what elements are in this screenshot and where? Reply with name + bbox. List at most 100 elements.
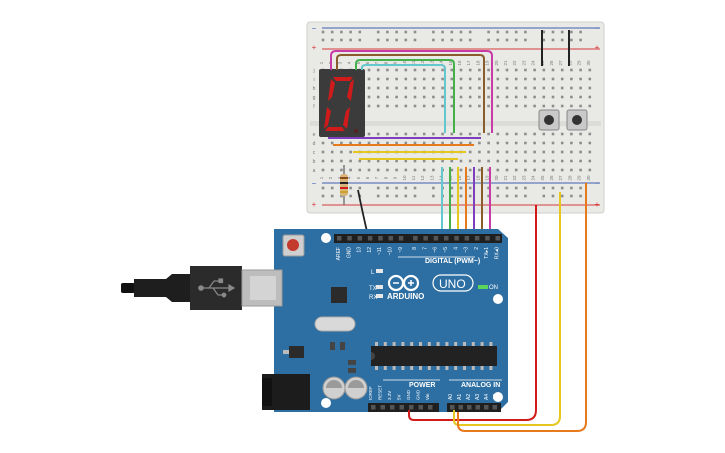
column-number: 26: [549, 60, 554, 66]
usb-cable-icon[interactable]: [121, 266, 283, 310]
column-number: 8: [383, 61, 388, 64]
column-number: 24: [531, 60, 536, 66]
power-label: POWER: [409, 382, 435, 389]
digital-pin-label: ~5: [443, 247, 449, 253]
breadboard[interactable]: 1122334455667788991010111112121313141415…: [306, 21, 605, 214]
seven-segment-display-icon[interactable]: [319, 69, 365, 137]
wire-orange[interactable]: [457, 183, 587, 432]
column-number: 4: [347, 176, 352, 179]
column-number: 9: [393, 61, 398, 64]
column-number: 20: [494, 60, 499, 66]
column-number: 11: [411, 60, 416, 65]
column-number: 1: [319, 61, 324, 64]
column-number: 7: [374, 176, 379, 179]
column-number: 6: [365, 176, 370, 179]
row-letter: b: [313, 159, 316, 165]
column-number: 22: [512, 175, 517, 181]
pushbutton-icon[interactable]: [566, 109, 588, 131]
column-number: 17: [466, 175, 471, 181]
column-number: 5: [356, 61, 361, 64]
digital-pin-label: 8: [412, 247, 418, 250]
power-pin-label: Vin: [425, 393, 430, 400]
power-pin-label: 5V: [397, 394, 402, 400]
usb-chip: [331, 287, 347, 303]
column-number: 19: [485, 60, 490, 66]
column-number: 5: [356, 176, 361, 179]
column-number: 2: [328, 176, 333, 179]
digital-pin-label: ~11: [377, 247, 383, 255]
wire-red[interactable]: [408, 205, 537, 421]
atmega-chip: [371, 342, 497, 370]
column-number: 30: [586, 60, 591, 66]
wire-magenta[interactable]: [330, 50, 493, 133]
column-number: 4: [347, 61, 352, 64]
analog-label: ANALOG IN: [461, 382, 500, 389]
row-letter: h: [313, 86, 316, 92]
column-number: 26: [549, 175, 554, 181]
digital-pin-label: 7: [422, 247, 428, 250]
power-pin-label: RESET: [378, 385, 383, 400]
digital-pin-label: AREF: [336, 247, 342, 260]
model-label: UNO: [439, 277, 466, 291]
indicator-leds: L TX RX: [369, 269, 383, 301]
power-pin-label: 3.3V: [387, 391, 392, 400]
row-letter: c: [313, 150, 316, 156]
analog-header[interactable]: [447, 403, 501, 412]
column-number: 13: [429, 175, 434, 181]
row-letter: e: [313, 132, 316, 138]
power-pin-label: IOREF: [368, 386, 373, 400]
row-letter: d: [313, 141, 316, 147]
column-number: 16: [457, 60, 462, 66]
column-number: 23: [521, 175, 526, 181]
column-number: 18: [475, 175, 480, 181]
column-number: 27: [558, 175, 563, 181]
digital-header[interactable]: [334, 234, 502, 243]
column-number: 16: [457, 175, 462, 181]
column-number: 9: [393, 176, 398, 179]
column-number: 29: [577, 60, 582, 66]
brand-label: ARDUINO: [387, 292, 424, 301]
dc-power-jack-icon[interactable]: [262, 374, 310, 410]
column-number: 20: [494, 175, 499, 181]
digital-pin-label: 2: [474, 247, 480, 250]
column-number: 3: [337, 176, 342, 179]
column-number: 18: [475, 60, 480, 66]
rail-sign: −: [595, 179, 600, 188]
row-letter: g: [313, 95, 316, 101]
column-number: 27: [558, 60, 563, 66]
digital-pin-label: GND: [346, 247, 352, 259]
column-number: 8: [383, 176, 388, 179]
arduino-logo-icon: [387, 274, 420, 292]
column-number: 13: [429, 60, 434, 66]
column-number: 30: [586, 175, 591, 181]
pushbutton-icon[interactable]: [538, 109, 560, 131]
analog-pin-label: A2: [466, 394, 472, 400]
digital-pin-label: ~9: [398, 247, 404, 253]
wire-green[interactable]: [355, 59, 455, 133]
column-number: 29: [577, 175, 582, 181]
resistor-icon[interactable]: [340, 165, 348, 205]
column-number: 10: [402, 60, 407, 66]
segment-group: [324, 77, 354, 131]
voltage-regulator: [289, 346, 304, 358]
digital-pin-label: ~3: [464, 247, 470, 253]
column-number: 17: [466, 60, 471, 66]
digital-pin-label: 4: [453, 247, 459, 250]
column-number: 11: [411, 175, 416, 180]
column-number: 6: [365, 61, 370, 64]
crystal: [314, 316, 356, 332]
rail-sign: −: [595, 24, 600, 33]
svg-text:L: L: [371, 270, 375, 276]
wire-brown[interactable]: [336, 54, 485, 133]
svg-text:TX: TX: [369, 286, 377, 292]
row-letter: f: [313, 104, 315, 110]
analog-pin-label: A5: [493, 394, 499, 400]
rail-sign: +: [595, 43, 600, 52]
column-number: 21: [503, 175, 508, 181]
usb-symbol-icon: [198, 278, 236, 298]
power-pin-label: GND: [416, 389, 421, 400]
wire-yellow[interactable]: [453, 192, 561, 426]
wire-cyan[interactable]: [361, 64, 446, 133]
